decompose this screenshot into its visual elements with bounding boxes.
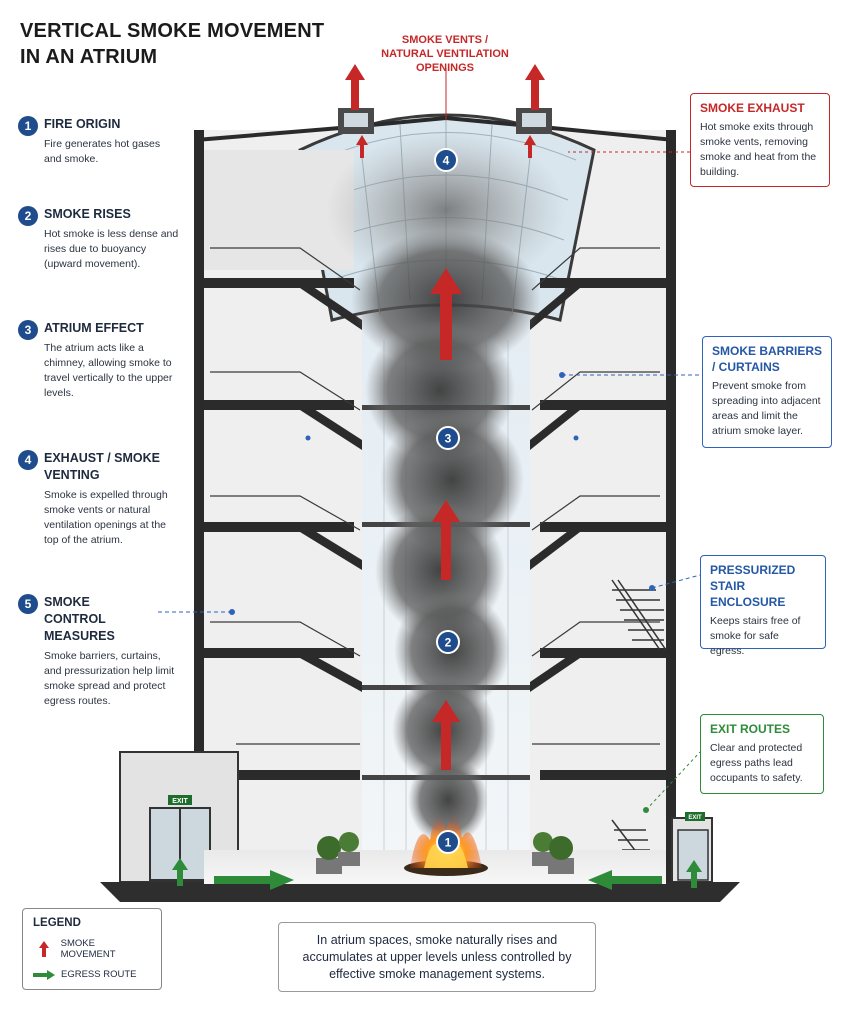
page-title: VERTICAL SMOKE MOVEMENT IN AN ATRIUM (20, 18, 324, 70)
callout-description: Hot smoke exits through smoke vents, rem… (700, 121, 817, 178)
right-exit-sign (685, 812, 705, 821)
step-fire-origin: 1 FIRE ORIGIN Fire generates hot gases a… (18, 116, 203, 167)
callout-smoke-barriers: SMOKE BARRIERS / CURTAINS Prevent smoke … (702, 336, 832, 448)
green-right-arrow-icon (33, 969, 55, 980)
step-description: Smoke barriers, curtains, and pressuriza… (44, 650, 175, 707)
callout-title: PRESSURIZED STAIR ENCLOSURE (710, 563, 796, 609)
svg-text:2: 2 (445, 636, 452, 650)
step-description: Fire generates hot gases and smoke. (44, 138, 161, 165)
planters (316, 832, 574, 874)
callout-description: Prevent smoke from spreading into adjace… (712, 380, 821, 437)
right-wall (666, 130, 676, 892)
step-number-badge: 5 (18, 594, 38, 614)
roof-vent-left-glass (344, 113, 368, 127)
callout-pressurized-stair: PRESSURIZED STAIR ENCLOSURE Keeps stairs… (700, 555, 826, 657)
red-up-arrow-icon (33, 941, 55, 957)
callout-title: SMOKE BARRIERS / CURTAINS (712, 344, 823, 374)
egress-route-arrows (172, 858, 702, 890)
legend-item-egress: EGRESS ROUTE (33, 969, 151, 980)
step-description: Smoke is expelled through smoke vents or… (44, 489, 168, 546)
smoke-movement-arrows (345, 64, 545, 770)
callout-title: SMOKE EXHAUST (700, 101, 805, 115)
legend-title: LEGEND (33, 917, 81, 929)
left-wall (194, 130, 204, 892)
exit-leader-line (645, 751, 701, 811)
right-wing-floors (540, 278, 666, 780)
leader-dots (229, 372, 655, 615)
step-number-badge: 1 (18, 116, 38, 136)
page-title-line-2: IN AN ATRIUM (20, 46, 158, 68)
step-number-badge: 2 (18, 206, 38, 226)
roof-vent-right-glass (522, 113, 546, 127)
smoke-vents-label-line-1: SMOKE VENTS / (401, 34, 489, 46)
callout-description: Clear and protected egress paths lead oc… (710, 742, 803, 784)
left-wing-floors (204, 150, 360, 780)
step-title: SMOKE RISES (44, 207, 131, 221)
svg-text:1: 1 (445, 836, 452, 850)
left-exit-sign-text: EXIT (172, 798, 188, 805)
legend-label-egress: EGRESS ROUTE (61, 969, 137, 980)
step-title: SMOKE CONTROL MEASURES (44, 595, 115, 643)
left-exit-sign (168, 795, 192, 805)
right-exit-sign-text: EXIT (688, 815, 702, 821)
leader-lines (158, 374, 702, 613)
smoke-vents-label-line-3: OPENINGS (415, 62, 475, 74)
step-title: EXHAUST / SMOKE VENTING (44, 451, 160, 482)
svg-text:3: 3 (445, 432, 452, 446)
legend-label-smoke: SMOKE MOVEMENT (60, 938, 116, 960)
callout-exit-routes: EXIT ROUTES Clear and protected egress p… (700, 714, 824, 794)
callout-smoke-exhaust: SMOKE EXHAUST Hot smoke exits through sm… (690, 93, 830, 187)
step-description: Hot smoke is less dense and rises due to… (44, 228, 179, 270)
step-atrium-effect: 3 ATRIUM EFFECT The atrium acts like a c… (18, 320, 203, 401)
marker-3: 3 (436, 426, 460, 450)
step-number-badge: 3 (18, 320, 38, 340)
ground-slab (100, 882, 740, 902)
step-title: ATRIUM EFFECT (44, 321, 144, 335)
step-smoke-control: 5 SMOKE CONTROL MEASURES Smoke barriers,… (18, 594, 203, 709)
callout-description: Keeps stairs free of smoke for safe egre… (710, 615, 801, 657)
svg-text:4: 4 (443, 154, 450, 168)
legend-item-smoke: SMOKE MOVEMENT (33, 938, 151, 960)
step-description: The atrium acts like a chimney, allowing… (44, 342, 173, 399)
step-title: FIRE ORIGIN (44, 117, 121, 131)
smoke-vents-label-line-2: NATURAL VENTILATION (381, 48, 509, 60)
page-title-line-1: VERTICAL SMOKE MOVEMENT (20, 20, 325, 42)
marker-1: 1 (436, 830, 460, 854)
step-number-badge: 4 (18, 450, 38, 470)
step-exhaust-venting: 4 EXHAUST / SMOKE VENTING Smoke is expel… (18, 450, 203, 548)
legend: LEGEND SMOKE MOVEMENT EGRESS ROUTE (22, 908, 162, 990)
marker-4: 4 (434, 148, 458, 172)
summary-note: In atrium spaces, smoke naturally rises … (278, 922, 596, 992)
marker-2: 2 (436, 630, 460, 654)
step-smoke-rises: 2 SMOKE RISES Hot smoke is less dense an… (18, 206, 203, 272)
smoke-vents-label: SMOKE VENTS / NATURAL VENTILATION OPENIN… (370, 33, 520, 75)
balcony-railings (210, 247, 660, 745)
slab-edges (300, 278, 580, 692)
callout-title: EXIT ROUTES (710, 722, 791, 736)
